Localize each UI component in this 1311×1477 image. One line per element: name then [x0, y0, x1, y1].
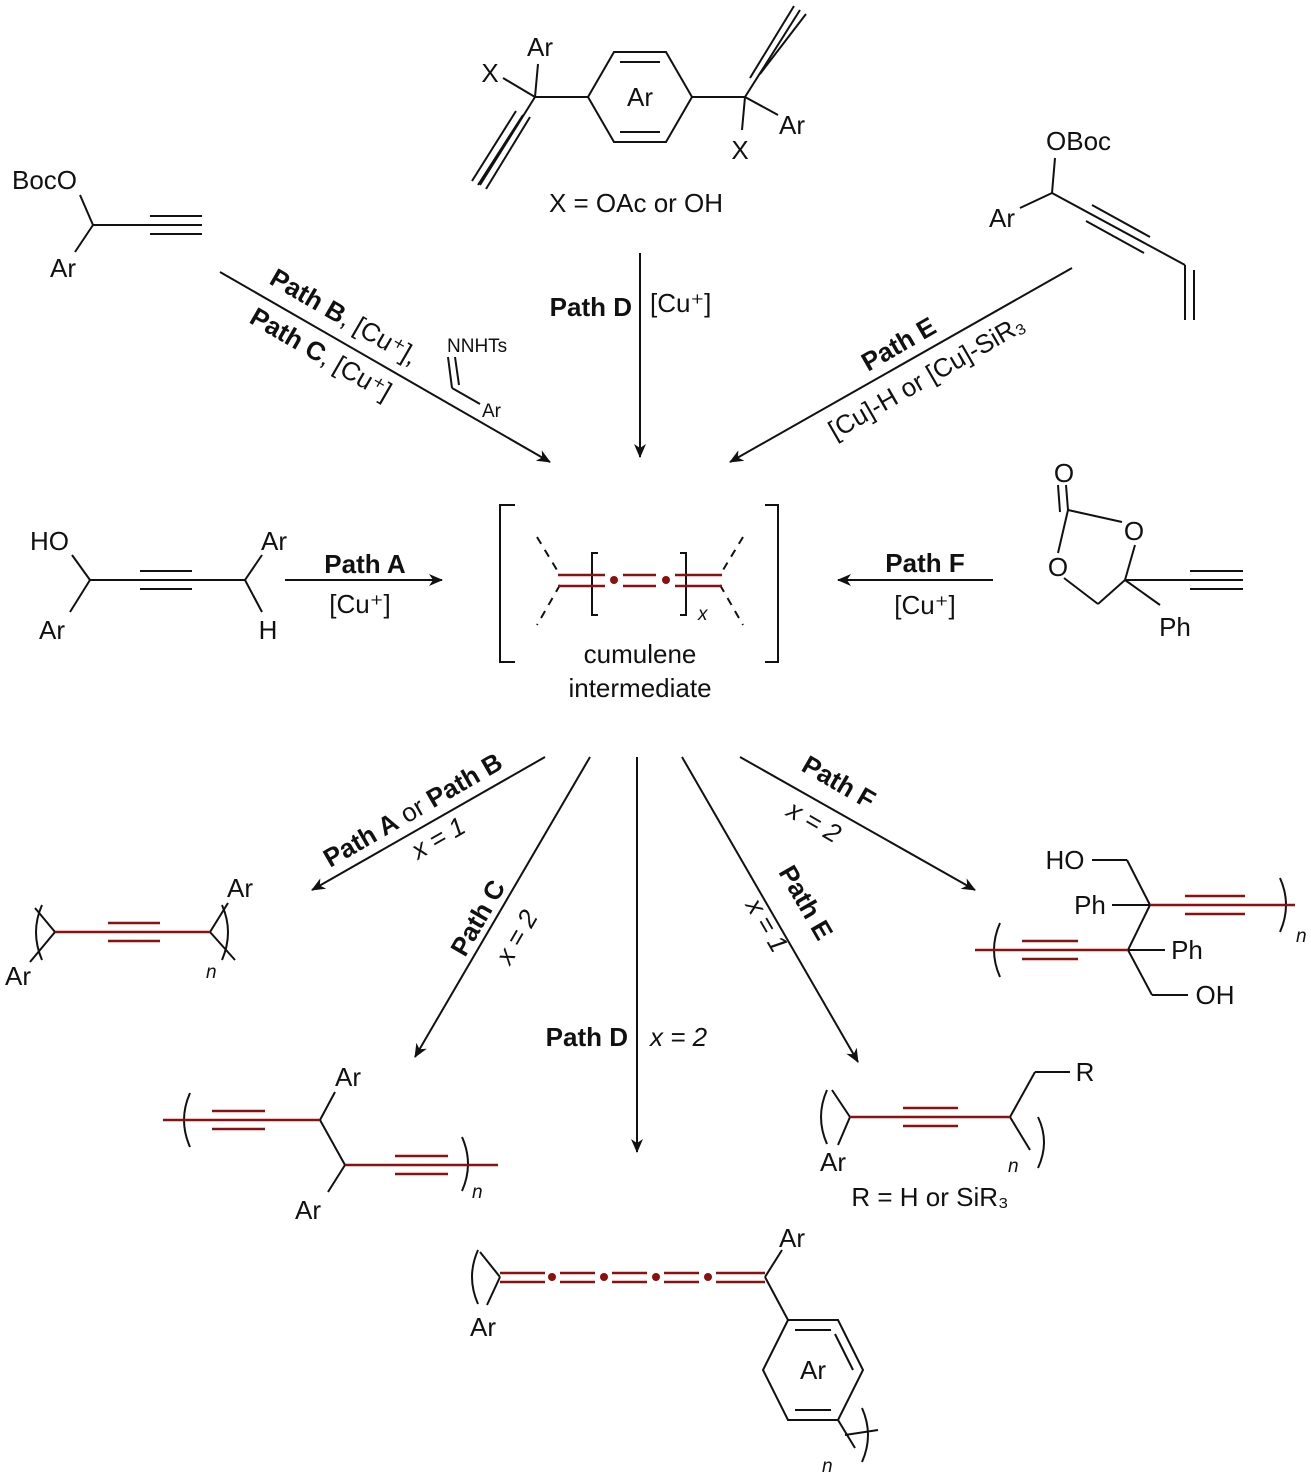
ar-label: Ar	[39, 615, 65, 645]
ar-label: Ar	[482, 401, 502, 422]
path-d-conditions: [Cu⁺]	[650, 288, 711, 318]
ar-label: Ar	[335, 1062, 361, 1092]
repeat-subscript-x: x	[697, 604, 709, 625]
carbonyl-o-label: O	[1054, 458, 1074, 488]
arrow-path-f	[739, 756, 976, 891]
ho-label: HO	[1046, 845, 1085, 875]
propargyl-alcohol	[69, 554, 263, 613]
path-d-label: Path D	[546, 1022, 628, 1052]
r-label: R	[1076, 1057, 1095, 1087]
repeat-n: n	[1008, 1156, 1019, 1177]
ar-label: Ar	[779, 110, 805, 140]
x-condition: x = 1	[739, 891, 795, 957]
product-path-c: Ar Ar n	[163, 1062, 498, 1225]
ph-label: Ph	[1171, 935, 1203, 965]
ring-ar-label: Ar	[800, 1355, 826, 1385]
product-path-d: Ar Ar Ar n	[470, 1223, 879, 1477]
x-label: X	[481, 58, 498, 88]
ring-o-label: O	[1124, 516, 1144, 546]
ph-label: Ph	[1074, 890, 1106, 920]
product-path-f: HO Ph Ph OH n	[975, 845, 1307, 1010]
arrow-path-e-top	[729, 267, 1073, 463]
hydrazone	[447, 356, 481, 405]
boco-label: BocO	[12, 165, 77, 195]
oboc-label: OBoc	[1046, 126, 1111, 156]
ar-label: Ar	[989, 203, 1015, 233]
nnhts-label: NNHTs	[447, 336, 507, 357]
substituent-caption: X = OAc or OH	[549, 188, 723, 218]
ar-label: Ar	[295, 1195, 321, 1225]
arrow-path-c	[414, 756, 591, 1058]
r-group-caption: R = H or SiR₃	[851, 1182, 1008, 1212]
product-path-e: R Ar n R = H or SiR₃	[820, 1057, 1094, 1212]
path-f-conditions: [Cu⁺]	[894, 590, 955, 620]
svg-text:Path A or Path B: Path A or Path B	[318, 747, 507, 874]
repeat-n: n	[472, 1182, 483, 1203]
ring-ar-label: Ar	[627, 82, 653, 112]
ph-label: Ph	[1159, 612, 1191, 642]
repeat-n: n	[1296, 926, 1307, 947]
ring-o-label: O	[1048, 552, 1068, 582]
ho-label: HO	[30, 526, 69, 556]
intermediate-label-line1: cumulene	[584, 639, 697, 669]
x-condition: x = 2	[648, 1022, 708, 1052]
propargyl-carbonate	[74, 194, 202, 253]
cyclic-carbonate	[1057, 484, 1243, 606]
arrow-path-e	[681, 756, 859, 1063]
x-label: X	[731, 135, 748, 165]
path-a-label: Path A	[324, 549, 406, 579]
ar-label: Ar	[227, 873, 253, 903]
ar-label: Ar	[470, 1312, 496, 1342]
h-label: H	[259, 615, 278, 645]
ar-label: Ar	[5, 961, 31, 991]
arrow-path-bc	[219, 271, 551, 463]
x-condition: x = 2	[780, 793, 847, 849]
ar-label: Ar	[261, 526, 287, 556]
cumulene-intermediate: x cumulene intermediate	[499, 504, 779, 703]
repeat-n: n	[822, 1456, 833, 1477]
repeat-n: n	[206, 962, 217, 983]
path-d-label: Path D	[550, 292, 632, 322]
ar-label: Ar	[527, 32, 553, 62]
ar-label: Ar	[820, 1147, 846, 1177]
oh-label: OH	[1196, 980, 1235, 1010]
path-a-conditions: [Cu⁺]	[329, 589, 390, 619]
ar-label: Ar	[779, 1223, 805, 1253]
bis-propargyl-arene	[471, 5, 807, 190]
path-f-label: Path F	[885, 548, 964, 578]
product-path-a: Ar Ar n	[5, 873, 253, 991]
enyne-carbonate	[1019, 157, 1195, 320]
ar-label: Ar	[50, 253, 76, 283]
arrow-path-ab	[311, 756, 546, 891]
intermediate-label-line2: intermediate	[568, 673, 711, 703]
